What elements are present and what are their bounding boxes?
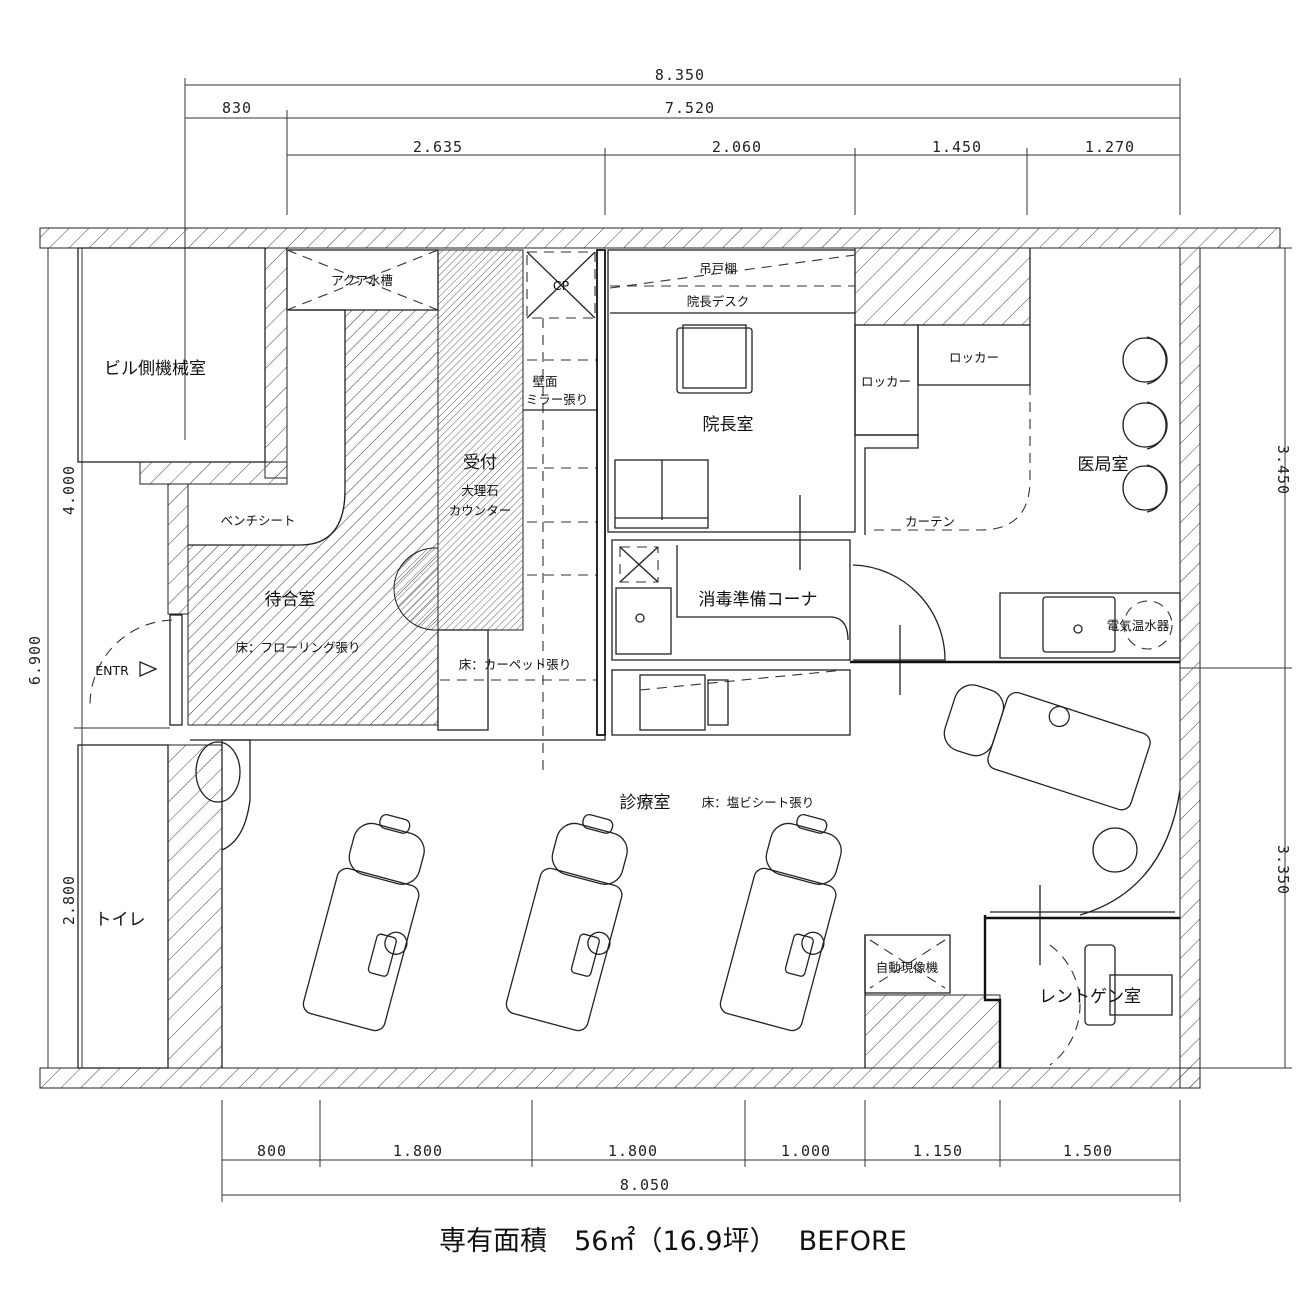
curtain-label: カーテン [905,514,955,529]
dimension-labels: 8.350 830 7.520 2.635 2.060 1.450 1.270 … [26,66,1292,1194]
dim-left-sub: 4.000 [60,465,78,515]
waiting-floor-label: 床：フローリング張り [235,640,360,655]
dimension-lines [40,78,1292,1202]
office-chair [676,327,753,394]
marble-counter-label: 大理石 [461,483,499,498]
mirror-wall-label: 壁面 [532,374,557,389]
door-swing[interactable] [852,564,946,661]
dim-top-sub: 830 [222,99,252,117]
locker-1-label: ロッカー [861,374,911,389]
sterilization-corner-label: 消毒準備コーナ [699,590,818,610]
dim-left-sub: 2.800 [60,875,78,925]
building-walls [39,227,1281,1089]
area-caption: 専有面積 56㎡（16.9坪） BEFORE [439,1226,907,1257]
water-heater [1123,600,1173,650]
dim-right-sub: 3.450 [1274,445,1292,495]
dim-top-detail: 1.270 [1085,138,1135,156]
dim-bottom-detail: 1.150 [913,1142,963,1160]
toilet-label: トイレ [95,910,146,930]
dental-chair [719,813,842,1032]
dim-top-detail: 1.450 [932,138,982,156]
machine-room-label: ビル側機械室 [104,359,206,379]
staff-room-label: 医局室 [1078,455,1129,475]
xray-unit [1084,944,1116,1026]
xray-room-label: レントゲン室 [1039,987,1141,1007]
dental-chair [943,684,1151,811]
cp-label: CP [553,278,570,293]
treatment-room-label: 診療室 [620,793,671,813]
sink-cabinet [611,669,851,736]
locker-2 [917,324,1031,386]
cp-box [526,251,596,319]
auto-developer [864,934,951,994]
water-heater-label: 電気温水器 [1107,618,1170,633]
dim-bottom-detail: 1.800 [393,1142,443,1160]
partition-wall [596,249,606,736]
staff-sink-counter [999,592,1181,659]
dim-top-total: 8.350 [655,66,705,84]
toilet-room [77,744,169,1069]
hanging-cabinet-label: 吊戸棚 [699,261,737,276]
director-room-label: 院長室 [703,415,754,435]
dim-bottom-total: 8.050 [620,1176,670,1194]
dim-bottom-detail: 800 [257,1142,287,1160]
director-desk-label: 院長デスク [687,294,750,309]
dim-left-total: 6.900 [26,635,44,685]
wash-basin [195,741,241,803]
machine-room [77,247,266,463]
entrance-label: ENTR [95,663,129,678]
entrance-door[interactable] [169,614,183,726]
reception-label: 受付 [463,453,497,473]
bench-seat-label: ベンチシート [220,513,295,528]
auto-developer-label: 自動現像機 [876,960,939,975]
dim-top-detail: 2.060 [712,138,762,156]
locker-2-label: ロッカー [949,350,999,365]
aqua-tank-label: アクア水槽 [331,273,393,288]
stool [1092,827,1138,873]
dim-top-detail: 2.635 [413,138,463,156]
bench-seat [188,309,346,546]
treatment-floor-label: 床：塩ビシート張り [702,795,815,810]
director-room [607,249,856,533]
dental-chair [302,813,425,1032]
dim-bottom-detail: 1.500 [1063,1142,1113,1160]
marble-counter-label: カウンター [449,503,512,518]
xray-room [983,915,1180,1068]
dim-bottom-detail: 1.000 [781,1142,831,1160]
treatment-room [221,735,866,1068]
stools [1122,336,1168,513]
reception-counter [393,249,524,631]
dental-chairs [302,684,1151,1032]
entrance-arrow-icon [139,661,158,677]
mirror-wall-label: ミラー張り [526,392,589,407]
dim-bottom-detail: 1.800 [608,1142,658,1160]
dim-top-sub: 7.520 [665,99,715,117]
dental-chair [505,813,628,1032]
waiting-room-label: 待合室 [265,590,316,610]
dim-right-sub: 3.350 [1274,845,1292,895]
sterilization-corner [611,539,851,661]
carpet-floor-label: 床：カーペット張り [459,657,572,672]
